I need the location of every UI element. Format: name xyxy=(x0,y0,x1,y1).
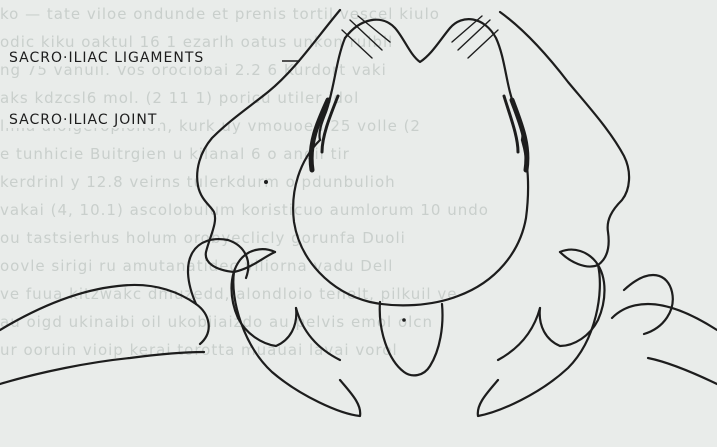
left-ligament-hatch xyxy=(342,16,390,58)
right-ligament-hatch xyxy=(452,16,498,58)
left-femur-neck xyxy=(0,352,204,384)
dot-lower xyxy=(402,318,406,322)
sacral-body xyxy=(293,140,528,305)
sacrum-left-edge xyxy=(319,38,345,140)
sacrum xyxy=(345,19,523,140)
label-sacroiliac-joint: SACRO·ILIAC JOINT xyxy=(6,112,160,128)
left-ischium xyxy=(233,272,360,416)
label-sacroiliac-ligaments: SACRO·ILIAC LIGAMENTS xyxy=(6,50,207,66)
left-pubis xyxy=(232,249,297,346)
coccyx xyxy=(380,302,443,375)
right-ischium xyxy=(478,265,600,416)
dot-left xyxy=(264,180,268,184)
left-femur xyxy=(0,285,209,344)
right-pubis xyxy=(540,250,605,346)
right-femur xyxy=(612,304,717,330)
right-inlet-edge xyxy=(498,308,540,360)
right-ilium xyxy=(500,12,629,267)
right-femur-neck xyxy=(648,358,717,384)
left-inlet-edge xyxy=(296,308,340,360)
